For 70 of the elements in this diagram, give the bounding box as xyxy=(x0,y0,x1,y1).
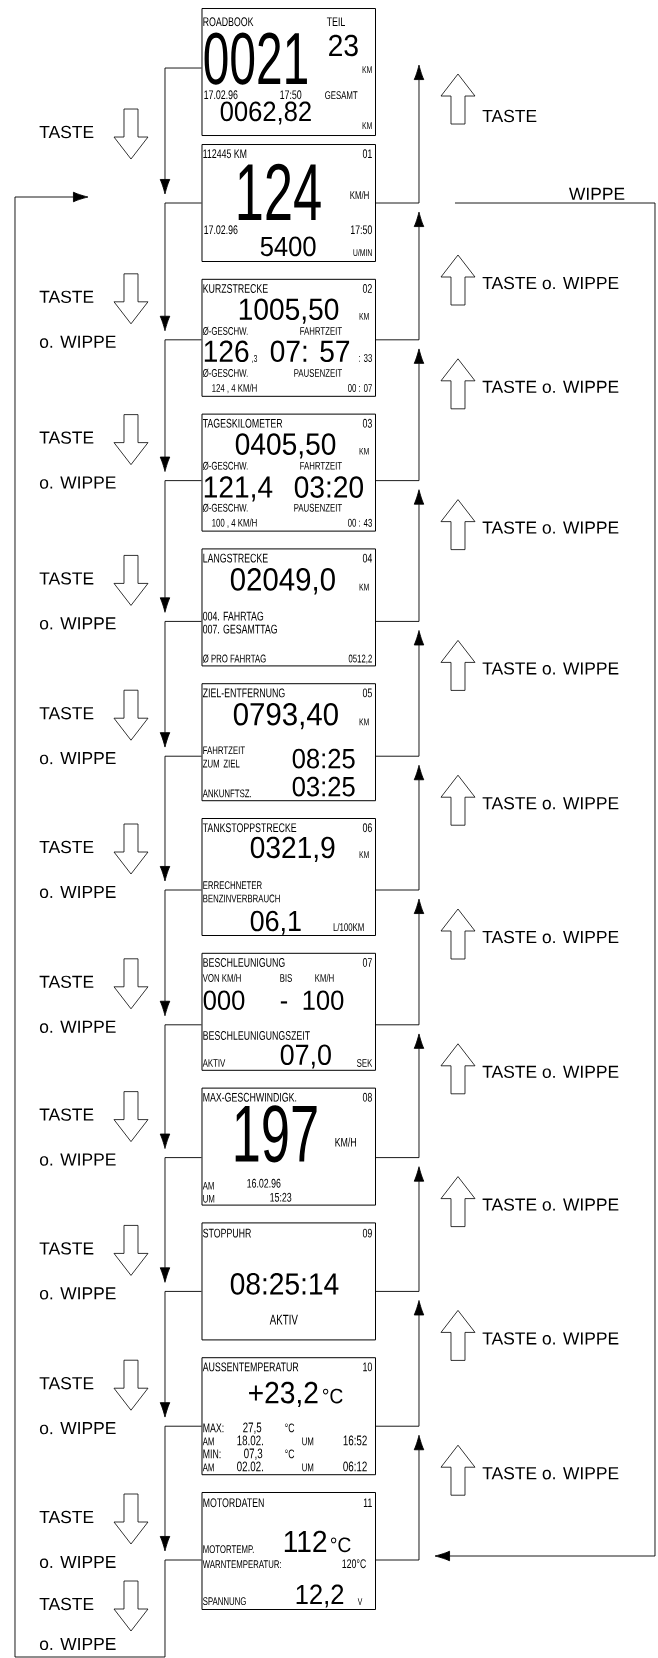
edge-label: TASTE o. WIPPE xyxy=(481,1197,621,1212)
arrow xyxy=(159,1024,202,1149)
edge-label: TASTE o. WIPPE xyxy=(481,661,621,676)
arrow xyxy=(375,489,425,622)
arrow xyxy=(375,348,425,482)
control-label: TASTE xyxy=(39,707,94,720)
control-label: o. WIPPE xyxy=(39,335,116,348)
control-label: o. WIPPE xyxy=(39,1020,116,1033)
arrow xyxy=(159,889,202,1017)
edge-label: WIPPE xyxy=(567,186,627,201)
control-label: TASTE xyxy=(39,975,94,988)
arrow xyxy=(159,67,202,195)
edge-label: TASTE o. WIPPE xyxy=(481,1331,621,1346)
display-screen: AUSSENTEMPERATUR 10 +23,2 °C MAX: 27,5 °C AM 18.02. UM 16:52 MIN: 07,3 °C AM 02.02. UM 06:12 xyxy=(201,1357,376,1476)
arrow xyxy=(375,211,425,341)
display-screen: LANGSTRECKE 04 02049,0 KM 004. FAHRTAG 007. GESAMTTAG Ø PRO FAHRTAG 0512,2 xyxy=(201,548,376,667)
arrow xyxy=(434,202,656,1562)
arrow xyxy=(159,480,202,613)
arrow xyxy=(375,630,425,757)
display-screen: ZIEL-ENTFERNUNG 05 0793,40 KM FAHRTZEIT ZUM ZIEL 08:25 ANKUNFTSZ. 03:25 xyxy=(201,683,376,802)
control-label: TASTE xyxy=(39,125,94,139)
display-screen: MAX-GESCHWINDIGK. 08 197 KM/H AM 16.02.96 UM 15:23 xyxy=(201,1087,376,1206)
display-screen: 112445 KM 01 124 KM/H 17.02.96 17:50 5400 U/MIN xyxy=(201,144,376,262)
control-label: TASTE xyxy=(39,1377,94,1390)
arrow xyxy=(159,339,202,472)
control-label: TASTE xyxy=(39,431,94,444)
edge-label: TASTE o. WIPPE xyxy=(481,796,621,811)
control-label: TASTE xyxy=(39,1597,94,1611)
control-label: o. WIPPE xyxy=(39,1637,116,1651)
arrow xyxy=(375,898,425,1026)
control-label: o. WIPPE xyxy=(39,752,116,765)
display-screen: TANKSTOPPSTRECKE 06 0321,9 KM ERRECHNETER BENZINVERBRAUCH 06,1 L/100KM xyxy=(201,818,376,936)
arrow xyxy=(375,1033,425,1159)
arrow xyxy=(159,202,202,332)
arrow xyxy=(375,1300,425,1427)
control-label: o. WIPPE xyxy=(39,617,116,630)
display-screen: ROADBOOK TEIL 0021 23 KM 17.02.96 17:50 GESAMT 0062,82 KM xyxy=(201,8,376,136)
control-label: TASTE xyxy=(39,290,94,303)
control-label: TASTE xyxy=(39,840,94,854)
arrow xyxy=(375,64,425,204)
arrow xyxy=(159,1290,202,1418)
control-label: o. WIPPE xyxy=(39,885,116,899)
arrow xyxy=(159,1425,202,1552)
edge-label: TASTE o. WIPPE xyxy=(481,275,621,291)
display-screen: TAGESKILOMETER 03 0405,50 KM Ø-GESCHW. FAHRTZEIT 121,4 03:20 Ø-GESCHW. PAUSENZEIT 100 , 4 KM/H 00 : 43 xyxy=(201,413,376,532)
control-label: o. WIPPE xyxy=(39,1153,116,1166)
control-label: o. WIPPE xyxy=(39,1287,116,1300)
arrow xyxy=(375,764,425,891)
control-label: TASTE xyxy=(39,1242,94,1255)
arrow xyxy=(375,1434,425,1561)
arrow xyxy=(375,1166,425,1292)
control-label: o. WIPPE xyxy=(39,1555,116,1569)
display-screen: BESCHLEUNIGUNG 07 VON KM/H BIS KM/H 000 - 100 BESCHLEUNIGUNGSZEIT AKTIV 07,0 SEK xyxy=(201,952,376,1071)
control-label: TASTE xyxy=(39,1108,94,1121)
control-label: o. WIPPE xyxy=(39,1422,116,1435)
arrow xyxy=(159,755,202,882)
edge-label: TASTE o. WIPPE xyxy=(481,929,621,945)
control-label: TASTE xyxy=(39,1510,94,1524)
control-label: TASTE xyxy=(39,572,94,585)
edge-label: TASTE o. WIPPE xyxy=(481,379,621,394)
edge-label: TASTE o. WIPPE xyxy=(481,1466,621,1481)
display-screen: MOTORDATEN 11 MOTORTEMP. 112°C WARNTEMPERATUR: 120°C SPANNUNG 12,2 V xyxy=(201,1492,376,1610)
arrow xyxy=(159,1157,202,1283)
edge-label: TASTE o. WIPPE xyxy=(481,1064,621,1079)
edge-label: TASTE xyxy=(481,108,539,124)
arrow xyxy=(14,191,202,1658)
display-screen: STOPPUHR 09 08:25:14 AKTIV xyxy=(201,1222,376,1341)
arrow xyxy=(159,620,202,748)
edge-label: TASTE o. WIPPE xyxy=(481,520,621,535)
control-label: o. WIPPE xyxy=(39,476,116,489)
